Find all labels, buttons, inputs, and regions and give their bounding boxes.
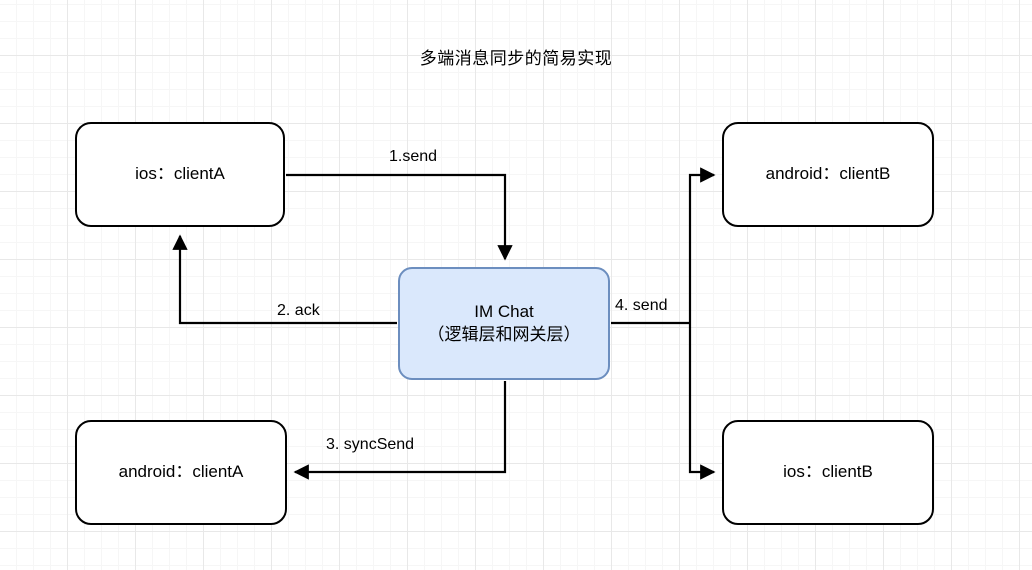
edge-label-2-ack: 2. ack bbox=[277, 302, 320, 319]
node-android-client-b[interactable]: android：clientB bbox=[722, 122, 934, 227]
edge-1-send bbox=[286, 173, 513, 261]
edge-2-ack bbox=[172, 234, 397, 325]
node-label: android：clientA bbox=[118, 462, 244, 482]
node-android-client-a[interactable]: android：clientA bbox=[75, 420, 287, 525]
edge-3-syncsend bbox=[293, 381, 507, 480]
edge-label-4-send: 4. send bbox=[615, 297, 668, 314]
edge-4-send bbox=[611, 167, 716, 480]
node-label: ios：clientB bbox=[783, 462, 873, 482]
node-im-chat[interactable]: IM Chat （逻辑层和网关层） bbox=[398, 267, 610, 380]
node-ios-client-a[interactable]: ios：clientA bbox=[75, 122, 285, 227]
node-label: IM Chat bbox=[474, 301, 534, 321]
node-sublabel: （逻辑层和网关层） bbox=[427, 324, 581, 344]
edge-label-3-syncsend: 3. syncSend bbox=[326, 436, 415, 453]
node-ios-client-b[interactable]: ios：clientB bbox=[722, 420, 934, 525]
node-label: android：clientB bbox=[765, 164, 891, 184]
page-title: 多端消息同步的简易实现 bbox=[419, 49, 613, 68]
edge-label-1-send: 1.send bbox=[389, 148, 438, 165]
node-label: ios：clientA bbox=[135, 164, 225, 184]
